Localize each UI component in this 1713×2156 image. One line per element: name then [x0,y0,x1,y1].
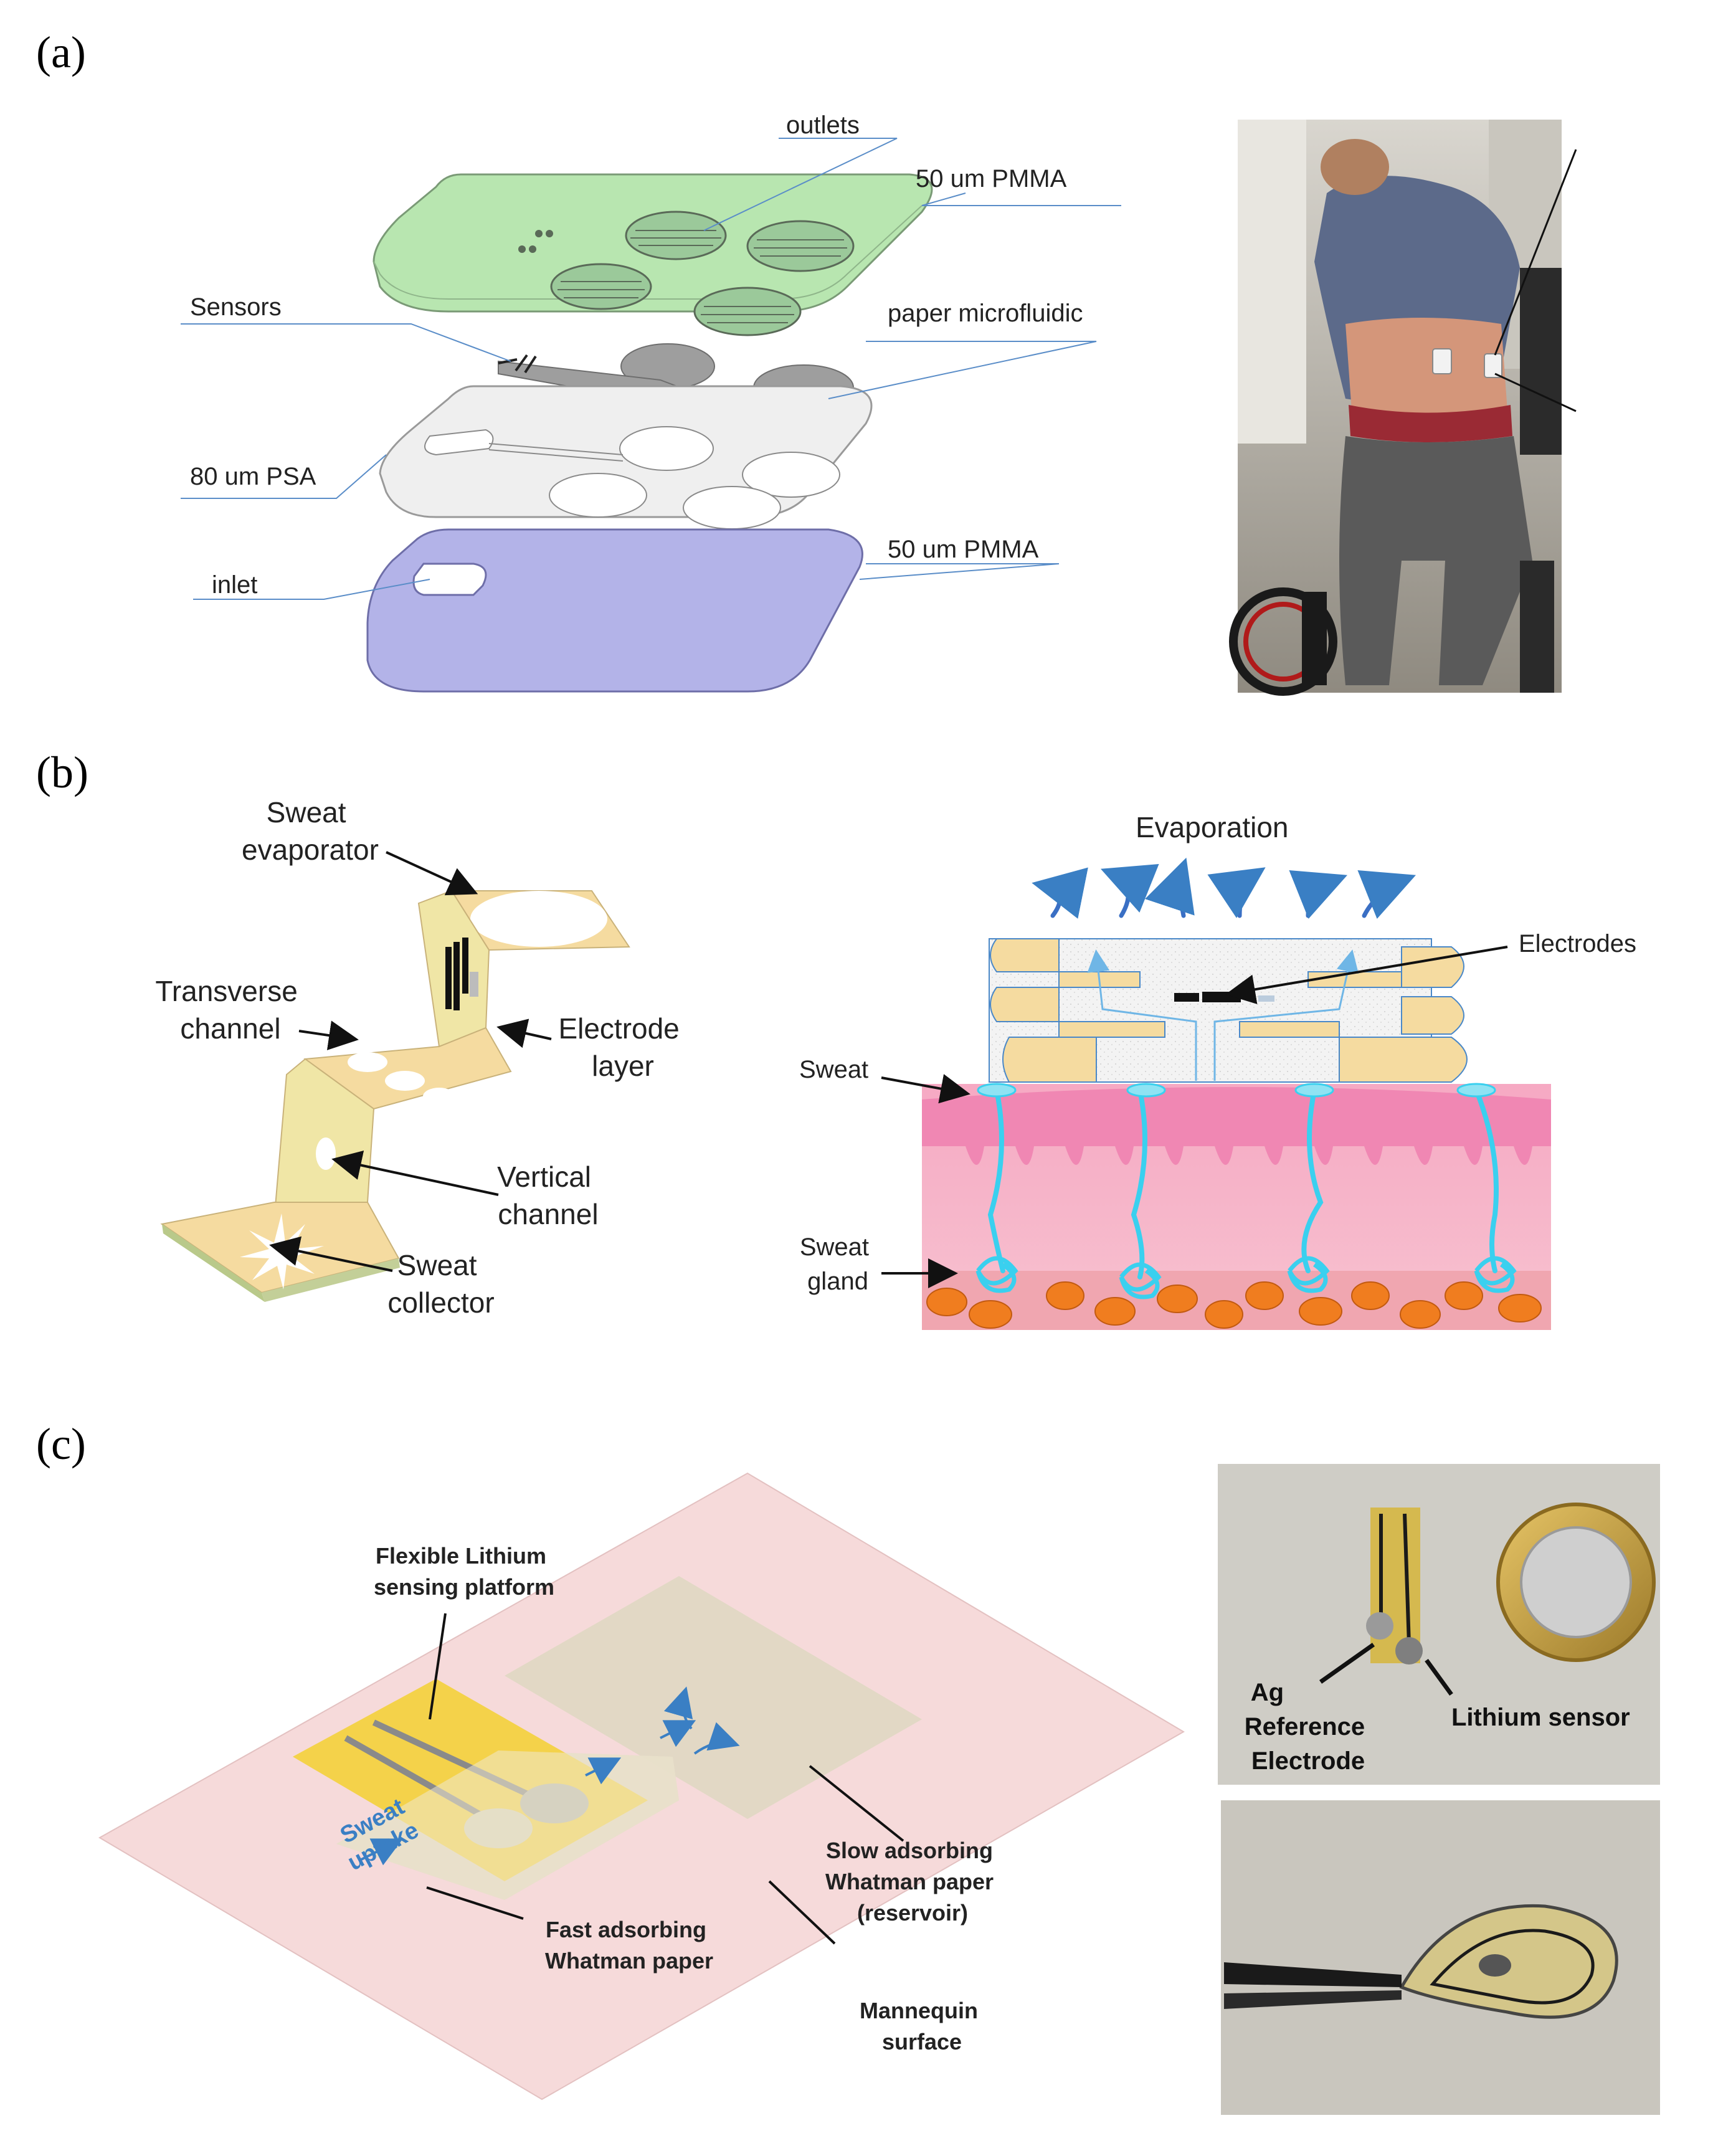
skin-cross-section [922,1083,1551,1330]
evaporation-arrows [1032,857,1416,919]
transverse-channel-label: Transverse channel [155,975,305,1045]
psa-label: 80 um PSA [190,463,316,490]
layer-pmma-top [372,173,933,336]
layer-psa [379,385,873,530]
platform-label: Flexible Lithium sensing platform [374,1543,554,1600]
fast-paper-label: Fast adsorbing Whatman paper [545,1917,713,1973]
folded-paper-device [160,890,630,1302]
sensors-label: Sensors [190,293,282,321]
panel-c-label: (c) [36,1419,86,1469]
pmma-top-label: 50 um PMMA [916,165,1067,192]
sweat-label: Sweat [799,1056,868,1083]
ag-reference-label: Ag Reference Electrode [1245,1679,1372,1775]
sweat-gland-coils [975,1256,1517,1299]
lithium-sensor-label: Lithium sensor [1451,1704,1630,1731]
outlets-label: outlets [786,112,860,139]
inlet-label: inlet [212,571,257,599]
mannequin-label: Mannequin surface [860,1998,984,2054]
sweat-gland-label: Sweat gland [800,1233,876,1295]
photo-subject-on-bike [1229,120,1577,696]
layer-pmma-bottom [366,528,863,693]
vertical-channel-label: Vertical channel [497,1161,599,1230]
sensor-strip [498,354,537,374]
electrode-layer-label: Electrode layer [558,1012,687,1082]
panel-b-label: (b) [36,748,88,797]
collector-label: Sweat collector [387,1249,494,1319]
panel-a-label: (a) [36,27,86,77]
paper-microfluidic-label: paper microfluidic [888,300,1083,327]
electrodes-label: Electrodes [1519,930,1636,957]
lithium-sensing-platform [293,1679,679,1900]
photo-sensor-tweezers [1221,1800,1660,2115]
pmma-bottom-label: 50 um PMMA [888,536,1039,563]
slow-paper-label: Slow adsorbing Whatman paper (reservoir) [825,1838,1000,1926]
evaporator-label: Sweat evaporator [242,796,379,866]
photo-sensor-with-coin [1218,1464,1660,1785]
evaporation-label: Evaporation [1136,811,1289,843]
paper-patch-stack [989,938,1468,1083]
